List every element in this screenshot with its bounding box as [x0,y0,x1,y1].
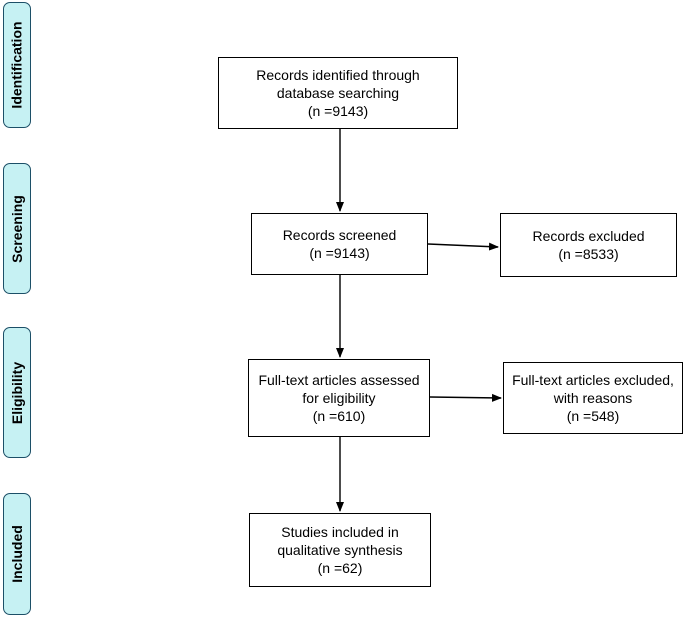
records-excluded-count: (n =8533) [558,246,619,262]
records-excluded-line1: Records excluded [532,228,645,244]
records-identified-line2: database searching [276,85,400,101]
fulltext-excluded-count: (n =548) [566,408,620,424]
fulltext-excluded-line2: with reasons [553,390,633,406]
studies-included-count: (n =62) [317,560,363,576]
phase-identification-label: Identification [3,2,31,128]
phase-eligibility-label: Eligibility [3,327,31,458]
phase-screening-label: Screening [3,163,31,294]
records-screened-count: (n =9143) [309,245,370,261]
studies-included-line2: qualitative synthesis [277,542,403,558]
fulltext-assessed-line2: for eligibility [302,390,376,406]
fulltext-assessed-box: Full-text articles assessed for eligibil… [248,359,430,437]
fulltext-excluded-line1: Full-text articles excluded, [512,372,674,388]
arrow-screened-to-excluded [427,242,499,251]
studies-included-line1: Studies included in [281,524,399,540]
studies-included-box: Studies included in qualitative synthesi… [249,513,431,587]
arrow-fulltext-to-excluded [429,393,502,402]
fulltext-assessed-line1: Full-text articles assessed [258,372,420,388]
records-identified-line1: Records identified through [256,67,420,83]
records-screened-box: Records screened (n =9143) [251,213,428,275]
phase-included-label: Included [3,493,31,615]
fulltext-excluded-box: Full-text articles excluded, with reason… [503,362,683,434]
records-screened-line1: Records screened [282,227,397,243]
records-identified-box: Records identified through database sear… [218,57,458,129]
records-excluded-box: Records excluded (n =8533) [500,213,677,277]
fulltext-assessed-count: (n =610) [312,408,366,424]
records-identified-count: (n =9143) [307,103,369,119]
